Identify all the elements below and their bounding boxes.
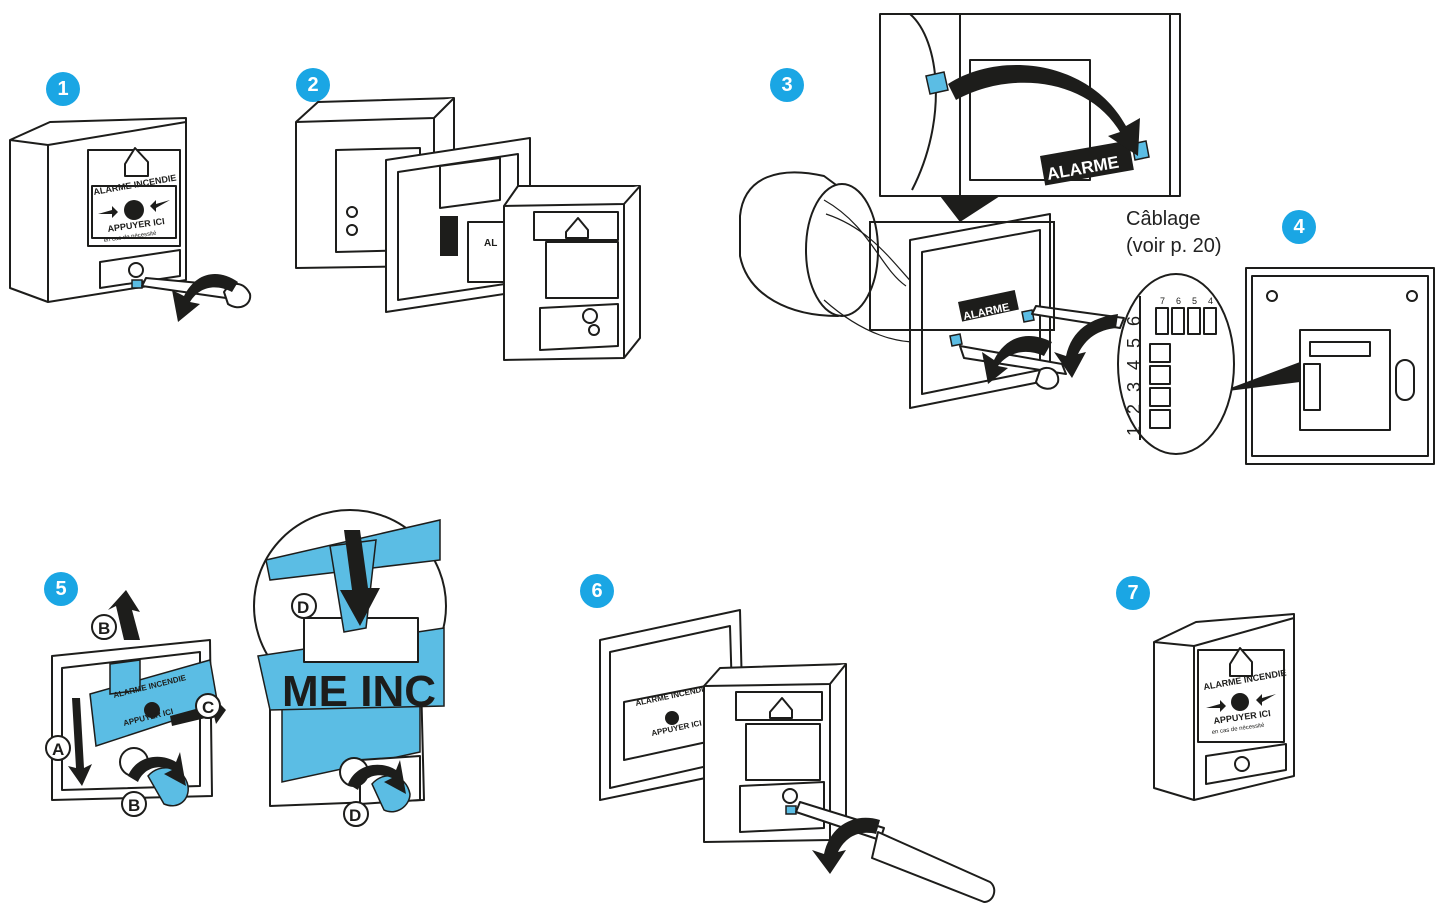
dip-number-4: 4 xyxy=(1208,296,1213,306)
dip-number-6: 6 xyxy=(1176,296,1181,306)
svg-text:6: 6 xyxy=(1124,316,1144,326)
wiring-caption: Câblage (voir p. 20) xyxy=(1126,206,1222,260)
wiring-caption-ref: (voir p. 20) xyxy=(1126,235,1222,257)
wiring-caption-title: Câblage xyxy=(1126,208,1201,230)
dip-switches: 7 6 5 4 xyxy=(1155,296,1217,335)
letter-d-zoom: D xyxy=(297,598,309,617)
step7-finished-device: ALARME INCENDIE APPUYER ICI en cas de né… xyxy=(1153,613,1295,801)
step1-call-point: ALARME INCENDIE APPUYER ICI en cas de né… xyxy=(9,117,252,322)
step5-zoom-detail: ME INC D D xyxy=(253,509,447,827)
step-badge-4: 4 xyxy=(1282,210,1316,244)
letter-b-top: B xyxy=(98,619,110,638)
svg-text:1: 1 xyxy=(1124,426,1144,436)
svg-text:5: 5 xyxy=(1124,338,1144,348)
step-badge-6: 6 xyxy=(580,574,614,608)
step-badge-5: 5 xyxy=(44,572,78,606)
svg-text:4: 4 xyxy=(1124,360,1144,370)
step-badge-7: 7 xyxy=(1116,576,1150,610)
step5-label-insert: ALARME INCENDIE APPUYER ICI xyxy=(51,590,226,807)
dip-number-5: 5 xyxy=(1192,296,1197,306)
letter-a: A xyxy=(52,740,64,759)
step-badge-2: 2 xyxy=(296,68,330,102)
letter-c: C xyxy=(202,698,214,717)
svg-text:2: 2 xyxy=(1124,404,1144,414)
step4-terminal-block: 7 6 5 4 1 2 3 4 5 6 xyxy=(1117,267,1435,465)
svg-text:3: 3 xyxy=(1124,382,1144,392)
step5-zoom-text: ME INC xyxy=(282,667,436,716)
step-badge-1: 1 xyxy=(46,72,80,106)
letter-d-bottom: D xyxy=(349,806,361,825)
step5-letter-markers: B A C B xyxy=(45,614,221,817)
step-badge-3: 3 xyxy=(770,68,804,102)
step6-mount-cover: ALARME INCENDIE APPUYER ICI xyxy=(599,609,996,903)
step3-wiring: ALARME ALARME xyxy=(739,13,1181,409)
letter-b-bottom: B xyxy=(128,796,140,815)
step2-exploded-view: AL xyxy=(295,97,641,361)
terminal-numbers: 1 2 3 4 5 6 xyxy=(1124,316,1144,436)
dip-number-7: 7 xyxy=(1160,296,1165,306)
terminal-screws xyxy=(1149,343,1171,429)
step2-al-label: AL xyxy=(484,238,497,249)
